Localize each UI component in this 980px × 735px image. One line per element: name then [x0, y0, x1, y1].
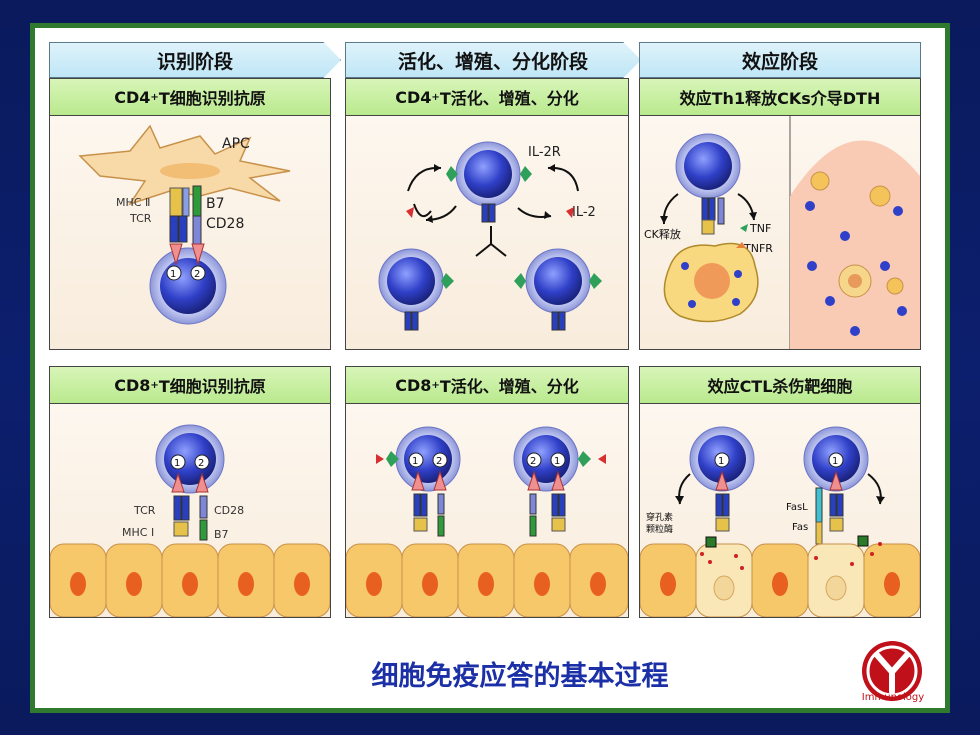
mhc2-molecule	[169, 187, 183, 217]
signal-2-label: 2	[194, 269, 200, 280]
fasl-label: FasL	[786, 502, 808, 513]
cell-b-signal-2: 2	[530, 456, 536, 467]
panel-th1-effect: 效应Th1释放CKs介导DTH CK释放 TNF TNFR	[639, 78, 921, 350]
signal-arrow-1	[169, 243, 183, 266]
tnfr-label: TNFR	[743, 242, 773, 255]
panel-title: CD4+T活化、增殖、分化	[346, 79, 628, 116]
tcr-label: TCR	[133, 504, 156, 517]
mhc2-label: MHC Ⅱ	[116, 196, 150, 209]
b7-molecule	[192, 185, 202, 217]
panel-title: CD8+T活化、增殖、分化	[346, 367, 628, 404]
cell-a-signal-2: 2	[436, 456, 442, 467]
panel-title: CD8+T细胞识别抗原	[50, 367, 330, 404]
panel-ctl-effect: 效应CTL杀伤靶细胞 1 穿孔素 颗粒酶 1	[639, 366, 921, 618]
panel-cd4-activation: CD4+T活化、增殖、分化 IL-2R IL-2	[345, 78, 629, 350]
tnf-label: TNF	[749, 222, 771, 235]
ck-release-label: CK释放	[644, 227, 681, 241]
cell-a-signal-1: 1	[412, 456, 418, 467]
th1-effect-diagram: CK释放 TNF TNFR	[644, 116, 920, 349]
cell-b-signal-1: 1	[554, 456, 560, 467]
fas-label: Fas	[792, 522, 808, 533]
panel-cd8-activation: CD8+T活化、增殖、分化 1 2	[345, 366, 629, 618]
ctl-left-signal: 1	[718, 456, 724, 467]
signal-1-label: 1	[170, 269, 176, 280]
signal-arrow-2	[191, 243, 205, 266]
signal-2-label: 2	[198, 458, 204, 469]
immunology-logo-icon	[862, 641, 922, 701]
signal-1-label: 1	[174, 458, 180, 469]
target-cell-row	[346, 543, 628, 617]
stage-recognition: 识别阶段	[49, 42, 341, 78]
cd4-activation-diagram: IL-2R IL-2	[378, 141, 602, 331]
cd28-label: CD28	[214, 504, 244, 517]
slide-frame: 识别阶段 活化、增殖、分化阶段 效应阶段 CD4+T细胞识别抗原 APC	[30, 23, 950, 713]
b7-label: B7	[206, 196, 225, 212]
footer-title: 细胞免疫应答的基本过程	[371, 661, 669, 692]
panel-cd8-recognition: CD8+T细胞识别抗原 1 2 TCR CD28 MHC Ⅰ B7	[49, 366, 331, 618]
perforin-label: 穿孔素	[646, 511, 673, 523]
logo-text: Immunology	[861, 692, 925, 703]
cd8-activation-diagram: 1 2 2 1	[346, 426, 628, 617]
b7-label: B7	[214, 528, 229, 541]
target-cell-row	[50, 543, 330, 617]
stage-effector: 效应阶段	[639, 42, 921, 78]
panel-title: 效应CTL杀伤靶细胞	[640, 367, 920, 404]
target-cell-row	[640, 535, 920, 617]
panel-cd4-recognition: CD4+T细胞识别抗原 APC	[49, 78, 331, 350]
cd4-recognition-diagram: APC MHC Ⅱ TCR B7 CD28 1 2	[78, 124, 291, 325]
tcr-label: TCR	[129, 212, 152, 225]
il2r-label: IL-2R	[528, 145, 561, 160]
inflamed-tissue	[790, 140, 920, 349]
il2-label: IL-2	[572, 205, 596, 220]
cd8-recognition-diagram: 1 2 TCR CD28 MHC Ⅰ B7	[50, 424, 330, 617]
cd28-molecule	[192, 215, 202, 245]
granzyme-label: 颗粒酶	[646, 523, 673, 535]
ctl-effect-diagram: 1 穿孔素 颗粒酶 1 Fas	[640, 426, 920, 617]
panel-title: CD4+T细胞识别抗原	[50, 79, 330, 116]
ctl-right-signal: 1	[832, 456, 838, 467]
mhc1-label: MHC Ⅰ	[122, 526, 154, 539]
panel-title: 效应Th1释放CKs介导DTH	[640, 79, 920, 116]
stage-activation: 活化、增殖、分化阶段	[345, 42, 641, 78]
cd28-label: CD28	[206, 216, 244, 232]
apc-label: APC	[222, 136, 250, 152]
